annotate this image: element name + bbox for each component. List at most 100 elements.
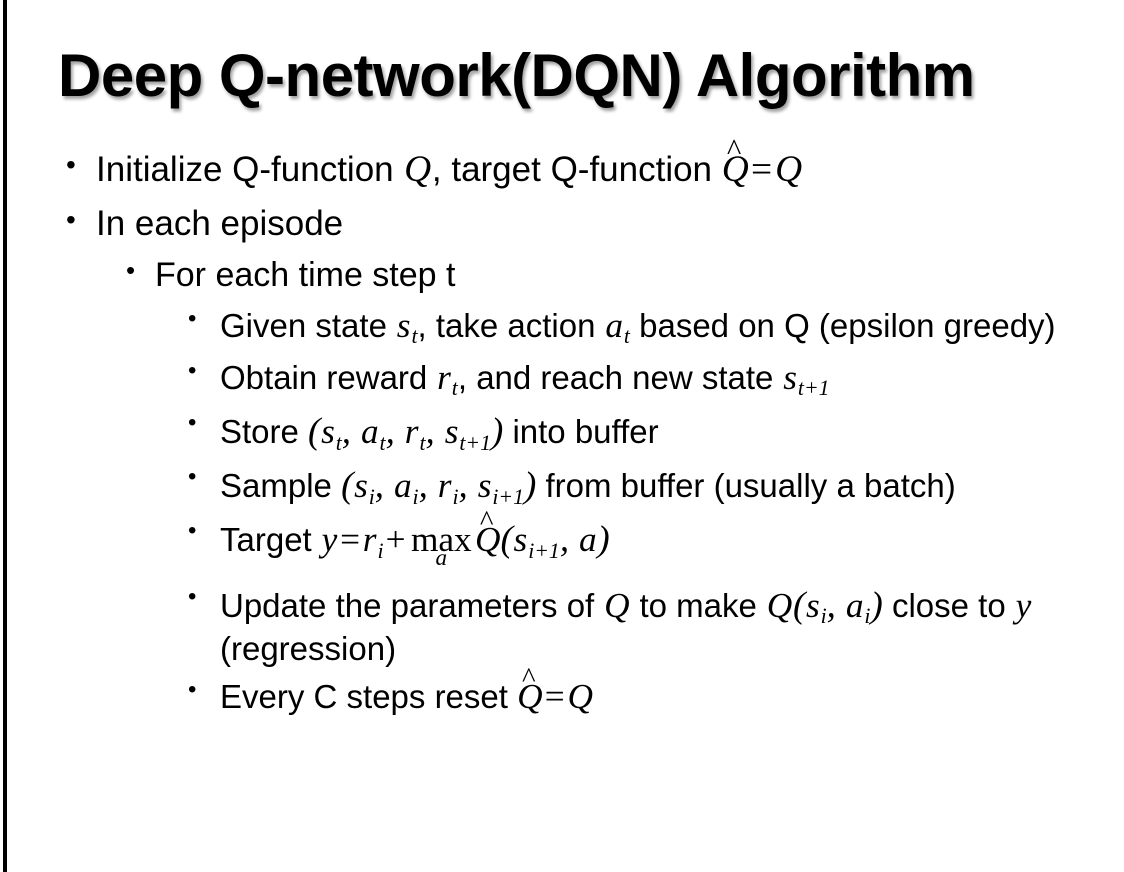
math-q-base: Q	[475, 520, 501, 560]
text-run: into buffer	[503, 413, 659, 451]
math-paren-close: )	[597, 518, 610, 560]
bullet-glyph: •	[188, 463, 197, 491]
bullet-reset-target-network-text: Every C steps reset ^Q=Q	[220, 663, 1098, 718]
math-y: y	[321, 520, 338, 560]
bullet-glyph: •	[66, 149, 76, 180]
math-comma: ,	[458, 464, 477, 506]
math-q-hat: ^Q	[475, 507, 501, 561]
bullet-glyph: •	[188, 675, 197, 703]
math-s: s	[783, 357, 798, 397]
max-limit: a	[435, 544, 448, 571]
math-subscript: i	[377, 539, 384, 563]
bullet-obtain-reward: • Obtain reward rt, and reach new state …	[0, 357, 1124, 402]
text-run: Initialize Q-function	[96, 150, 404, 189]
page-title: Deep Q-network(DQN) Algorithm	[58, 42, 975, 109]
bullet-initialize: • Initialize Q-function Q, target Q-func…	[0, 135, 1124, 192]
math-comma: ,	[559, 518, 579, 560]
math-paren-open: (	[341, 464, 354, 506]
hat-accent: ^	[479, 505, 494, 538]
math-s: s	[444, 412, 459, 452]
math-subscript: i	[412, 484, 419, 509]
math-q: Q	[604, 585, 630, 625]
math-comma: ,	[826, 583, 846, 625]
math-comma: ,	[374, 464, 394, 506]
bullet-glyph: •	[188, 409, 197, 437]
max-label: max	[410, 520, 472, 560]
math-plus: +	[385, 520, 406, 560]
math-a: a	[845, 585, 864, 625]
bullet-initialize-text: Initialize Q-function Q, target Q-functi…	[96, 135, 1124, 192]
bullet-for-each-time-step-text: For each time step t	[155, 256, 456, 295]
text-run: from buffer (usually a batch)	[536, 467, 956, 505]
bullet-store-text: Store (st, at, rt, st+1) into buffer	[220, 409, 1098, 456]
bullet-sample: • Sample (si, ai, ri, si+1) from buffer …	[0, 463, 1124, 510]
text-run: , target Q-function	[431, 150, 722, 189]
math-a: a	[393, 466, 412, 506]
bullet-store: • Store (st, at, rt, st+1) into buffer	[0, 409, 1124, 456]
math-subscript: t	[335, 430, 342, 455]
math-comma: ,	[418, 464, 438, 506]
math-subscript: i	[452, 484, 459, 509]
math-equals: =	[340, 520, 360, 560]
text-run: based on Q (epsilon greedy)	[629, 306, 1056, 344]
text-run: Update the parameters of	[220, 586, 604, 624]
text-run: to make	[630, 586, 767, 624]
math-y: y	[1015, 585, 1032, 625]
math-s: s	[321, 412, 335, 452]
bullet-glyph: •	[188, 356, 197, 384]
math-r: r	[404, 412, 419, 452]
math-subscript: t	[411, 324, 418, 349]
text-run: , take action	[417, 306, 605, 344]
bullet-glyph: •	[126, 255, 136, 286]
math-s: s	[513, 520, 528, 560]
text-run: Store	[220, 413, 309, 451]
math-q-base: Q	[517, 676, 543, 716]
math-subscript: t+1	[797, 376, 830, 401]
slide-left-border	[3, 0, 7, 872]
math-comma: ,	[385, 410, 405, 452]
text-run: Every C steps reset	[220, 677, 518, 715]
bullet-update-parameters-text: Update the parameters of Q to make Q(si,…	[220, 583, 1098, 669]
math-equals: =	[544, 676, 565, 716]
math-r: r	[362, 520, 377, 560]
math-paren-open: (	[500, 518, 513, 560]
math-equals: =	[751, 149, 773, 190]
math-paren-close: )	[870, 583, 883, 625]
bullet-glyph: •	[188, 304, 197, 332]
math-q: Q	[766, 585, 793, 625]
text-run: Target	[220, 521, 321, 559]
math-s: s	[477, 466, 492, 506]
math-comma: ,	[341, 410, 361, 452]
bullet-update-parameters: • Update the parameters of Q to make Q(s…	[0, 583, 1124, 669]
math-q-base: Q	[721, 149, 749, 190]
bullet-glyph: •	[66, 204, 76, 236]
math-q-hat: ^Q	[721, 135, 749, 192]
math-a: a	[360, 412, 379, 452]
bullet-in-each-episode: • In each episode	[0, 203, 1124, 244]
math-subscript: t	[623, 324, 630, 349]
text-run: Sample	[220, 467, 342, 505]
text-run: Given state	[220, 306, 397, 344]
bullet-given-state: • Given state st, take action at based o…	[0, 305, 1124, 350]
bullet-obtain-reward-text: Obtain reward rt, and reach new state st…	[220, 357, 1098, 402]
math-comma: ,	[425, 410, 444, 452]
math-s: s	[396, 305, 411, 345]
bullet-for-each-time-step: • For each time step t	[0, 255, 1124, 295]
math-subscript: i	[864, 604, 871, 629]
text-run: Obtain reward	[220, 358, 437, 396]
bullet-reset-target-network: • Every C steps reset ^Q=Q	[0, 663, 1124, 718]
math-q: Q	[567, 676, 593, 716]
text-run: , and reach new state	[457, 358, 783, 396]
bullet-glyph: •	[188, 517, 197, 545]
math-paren-close: )	[490, 410, 504, 452]
text-run: close to	[882, 586, 1015, 624]
math-a: a	[579, 520, 597, 560]
math-subscript: i+1	[492, 484, 524, 509]
bullet-in-each-episode-text: In each episode	[96, 204, 344, 244]
math-subscript: t	[379, 430, 386, 455]
math-a: a	[605, 305, 623, 345]
math-subscript: t	[451, 376, 458, 401]
slide-body: • Initialize Q-function Q, target Q-func…	[0, 135, 1124, 725]
